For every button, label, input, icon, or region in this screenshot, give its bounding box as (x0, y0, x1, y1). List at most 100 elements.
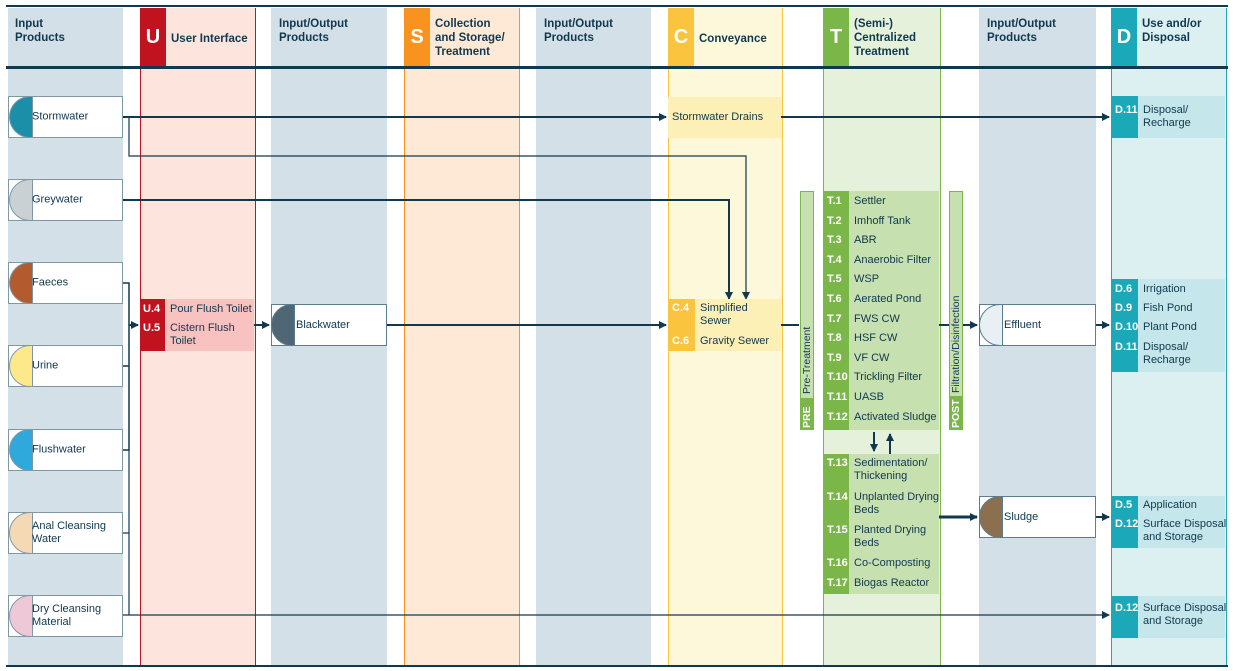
ui-code-u4: U.4 (143, 303, 161, 315)
header-treatment: (Semi-) Centralized Treatment (854, 18, 916, 58)
treatment-item-code: T.3 (827, 234, 842, 247)
treatment-item-code: T.1 (827, 195, 842, 207)
input-urine-label: Urine (32, 359, 59, 372)
disposal-effluent-strip (1111, 279, 1138, 372)
faeces-cap-icon (9, 262, 33, 304)
stormwater-drains-box (668, 97, 781, 138)
treatment-sludge-code-strip (823, 454, 849, 594)
disposal-item-code: D.9 (1115, 302, 1133, 314)
disposal-item-label: Irrigation (1143, 283, 1186, 295)
treatment-item-code: T.2 (827, 214, 842, 227)
header-disposal: Use and/or Disposal (1142, 18, 1202, 44)
sludge-treatment-item-label: Unplanted Drying Beds (854, 491, 939, 516)
treatment-item-label: Activated Sludge (854, 410, 937, 423)
treatment-item-code: T.10 (827, 371, 848, 384)
disposal-item-code: D.5 (1115, 499, 1133, 511)
input-greywater-label: Greywater (32, 193, 83, 206)
treatment-item-code: T.11 (827, 391, 848, 403)
sludge-box: Sludge (979, 496, 1096, 538)
header-input-products: Input Products (15, 18, 65, 44)
header-letter-d: D (1111, 8, 1137, 66)
post-short-box (949, 396, 963, 430)
header-io-products-2: Input/Output Products (544, 18, 613, 44)
input-stormwater-label: Stormwater (32, 110, 89, 123)
blackwater-label: Blackwater (296, 319, 350, 331)
input-stormwater: Stormwater (8, 96, 123, 138)
effluent-cap-icon (979, 304, 1003, 346)
dry-cleansing-cap-icon (9, 595, 33, 637)
sludge-treatment-item-code: T.17 (827, 577, 848, 589)
conveyance-label-c4: Simplified Sewer (700, 302, 748, 327)
urine-cap-icon (9, 345, 33, 387)
header-io-products-1: Input/Output Products (279, 18, 348, 44)
input-urine: Urine (8, 345, 123, 387)
sludge-treatment-item-code: T.13 (827, 457, 848, 469)
input-anal-cleansing: Anal Cleansing Water (8, 512, 123, 554)
input-flushwater: Flushwater (8, 429, 123, 471)
disposal-item-label: Disposal/ Recharge (1143, 341, 1191, 366)
sludge-treatment-item-label: Co-Composting (854, 557, 931, 569)
header-collection: Collection and Storage/ Treatment (435, 18, 505, 58)
input-flushwater-label: Flushwater (32, 443, 86, 456)
header-conveyance: Conveyance (699, 33, 767, 45)
sludge-treatment-item-code: T.15 (827, 524, 848, 536)
input-anal-cleansing-label: Anal Cleansing Water (32, 520, 106, 545)
effluent-box: Effluent (979, 304, 1096, 346)
treatment-item-code: T.12 (827, 410, 848, 423)
disposal-item-code: D.10 (1115, 321, 1139, 333)
ui-label-u4: Pour Flush Toilet (170, 303, 252, 315)
treatment-item-label: FWS CW (854, 312, 900, 325)
treatment-item-code: T.5 (827, 273, 842, 286)
top-rule (6, 5, 1228, 7)
ui-label-u5: Cistern Flush Toilet (170, 322, 235, 347)
disposal-item-label: Application (1143, 499, 1197, 511)
header-letter-u: U (140, 8, 166, 66)
disposal-item-label: Fish Pond (1143, 302, 1193, 314)
treatment-liquid-code-strip (823, 191, 849, 430)
treatment-item-label: UASB (854, 391, 884, 403)
header-user-interface: User Interface (171, 33, 248, 45)
disposal-item-label: Surface Disposal and Storage (1143, 518, 1227, 543)
treatment-item-label: Aerated Pond (854, 293, 922, 305)
ui-code-u5: U.5 (143, 322, 161, 334)
flushwater-cap-icon (9, 429, 33, 471)
treatment-item-label: HSF CW (854, 332, 898, 345)
anal-cleansing-cap-icon (9, 512, 33, 554)
sludge-treatment-item-label: Planted Drying Beds (854, 524, 927, 549)
input-dry-cleansing-label: Dry Cleansing Material (32, 603, 102, 628)
line-grey-sewer (123, 199, 733, 300)
pre-short-box (800, 398, 814, 430)
pre-short-label: PRE (801, 406, 813, 428)
disposal-item-label: Plant Pond (1143, 321, 1197, 333)
header-letter-s: S (404, 8, 430, 66)
treatment-item-label: Trickling Filter (854, 371, 923, 384)
header-io-products-3: Input/Output Products (987, 18, 1056, 44)
conveyance-code-strip (668, 299, 695, 351)
treatment-item-code: T.6 (827, 293, 842, 305)
disposal-item-code: D.11 (1115, 341, 1138, 353)
treatment-item-code: T.7 (827, 312, 842, 325)
header-letter-t: T (823, 8, 849, 66)
line-storm-sewer (128, 117, 750, 300)
pre-treatment-bar (800, 191, 814, 430)
pre-long-label: Pre-Treatment (801, 326, 813, 394)
disposal-sludge-strip (1111, 496, 1138, 548)
blackwater-cap-icon (271, 304, 295, 346)
sludge-label: Sludge (1004, 511, 1039, 523)
conveyance-label-c6: Gravity Sewer (700, 335, 770, 347)
stormwater-cap-icon (9, 96, 33, 138)
conveyance-code-c4: C.4 (672, 302, 690, 314)
sludge-treatment-item-label: Sedimentation/ Thickening (854, 457, 928, 482)
disposal-item-code: D.6 (1115, 283, 1133, 295)
treatment-item-label: Settler (854, 195, 886, 207)
disposal-storm-strip (1111, 96, 1138, 138)
treatment-item-label: VF CW (854, 351, 890, 364)
treatment-item-code: T.4 (827, 253, 842, 266)
treatment-item-label: Anaerobic Filter (854, 253, 932, 266)
conveyance-code-c6: C.6 (672, 335, 690, 347)
input-greywater: Greywater (8, 179, 123, 221)
sludge-treatment-item-code: T.14 (827, 491, 848, 503)
ui-code-strip (140, 299, 165, 351)
treatment-item-code: T.8 (827, 332, 842, 345)
input-faeces-label: Faeces (32, 276, 69, 289)
